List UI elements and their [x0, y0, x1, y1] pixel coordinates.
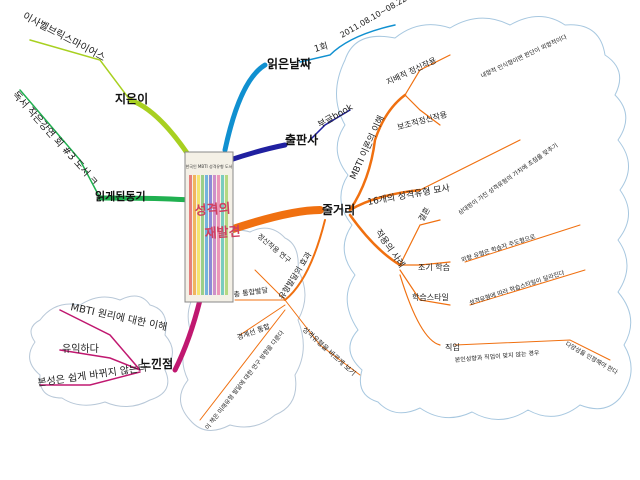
- book-series-text: 한국인 MBTI 성격유형 도서: [186, 163, 233, 169]
- cover-stripe: [205, 175, 208, 295]
- cover-stripe: [193, 175, 196, 295]
- node-feelings[interactable]: 느낀점: [140, 356, 173, 371]
- date-item-1: 1회: [313, 41, 329, 55]
- node-motive[interactable]: 읽게된동기: [95, 189, 146, 203]
- cover-stripe: [201, 175, 204, 295]
- node-date[interactable]: 읽은날짜: [267, 56, 311, 71]
- cover-stripe: [217, 175, 220, 295]
- node-summary[interactable]: 줄거리: [322, 202, 355, 217]
- node-publisher[interactable]: 출판사: [285, 132, 318, 147]
- book-cover: 한국인 MBTI 성격유형 도서 성격의 재발견: [184, 151, 241, 303]
- summary-ex-job: 직업: [445, 342, 460, 352]
- feelings-item-2: 유익하다: [62, 342, 99, 355]
- motive-item: 독서 작은강연 회 #3 도서 ㅋ: [10, 89, 101, 188]
- cover-stripe: [213, 175, 216, 295]
- cover-stripe: [225, 175, 228, 295]
- summary-cloud: [336, 16, 632, 420]
- cover-stripe: [189, 175, 192, 295]
- summary-ex-early: 조기 학습: [418, 262, 450, 272]
- study-item-3: 성격유형을 바르게 보기: [301, 325, 358, 378]
- cover-stripe: [221, 175, 224, 295]
- book-title-line1: 성격의: [194, 201, 231, 219]
- cover-stripe: [209, 175, 212, 295]
- book-title-line2: 재발견: [204, 224, 241, 242]
- date-item-2: 2011.08.10~08.22: [339, 0, 409, 40]
- cover-stripe: [197, 175, 200, 295]
- node-author[interactable]: 지은이: [115, 91, 148, 106]
- author-item: 이사벨브릭스마이어스: [21, 10, 108, 64]
- connectors: [19, 24, 611, 421]
- summary-ex-style: 학습스타일: [412, 292, 449, 302]
- feelings-cloud: [29, 295, 173, 407]
